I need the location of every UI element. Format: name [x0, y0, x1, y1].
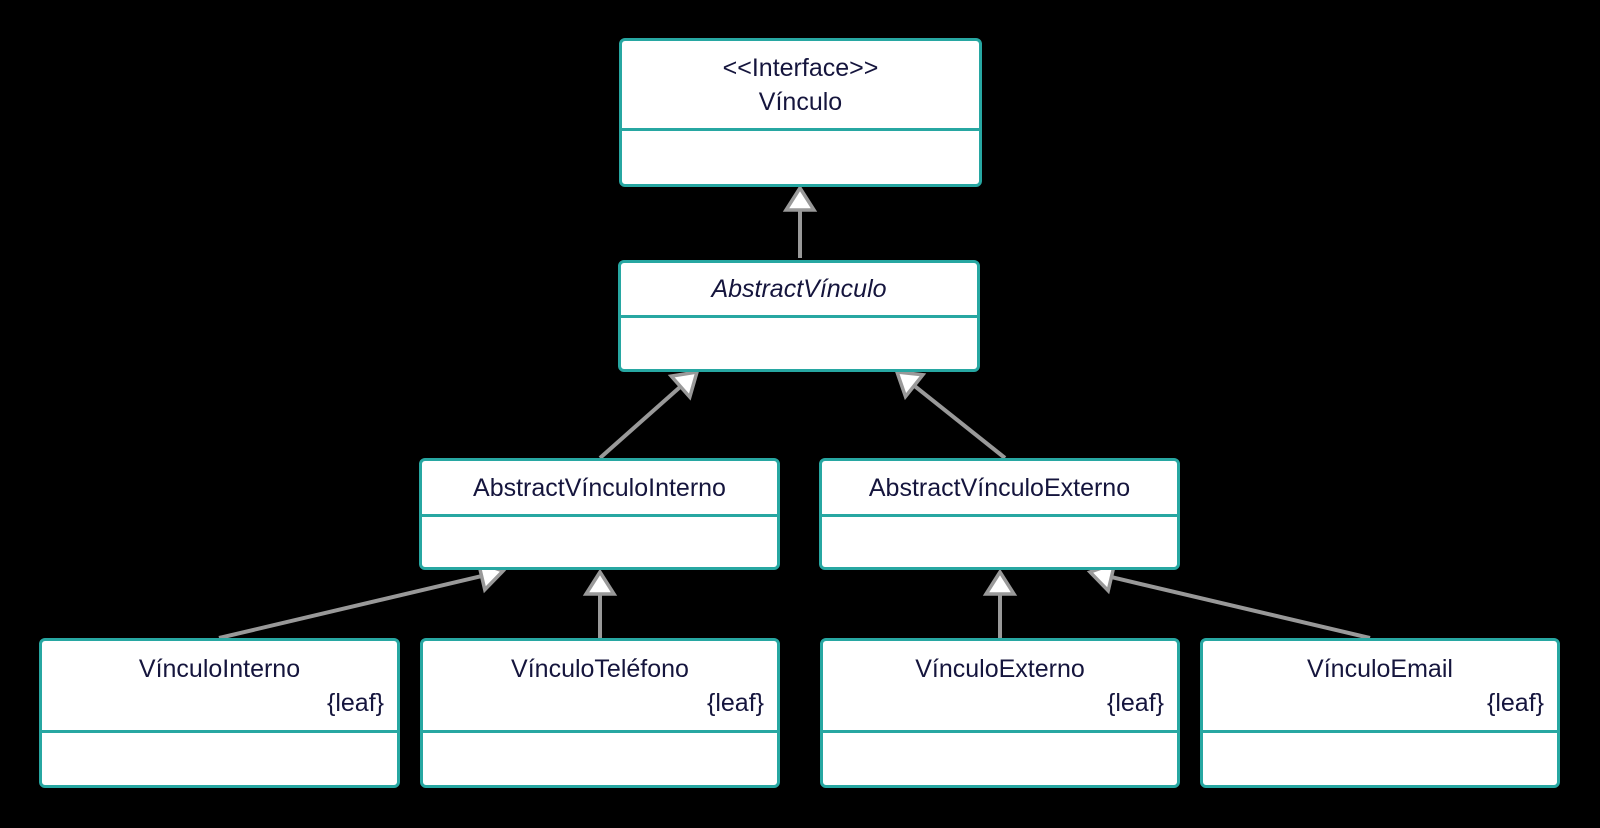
class-vinculo: <<Interface>> Vínculo	[619, 38, 982, 187]
class-title: VínculoInterno {leaf}	[42, 641, 397, 730]
class-name: VínculoTeléfono	[511, 654, 689, 683]
members-compartment	[822, 514, 1177, 567]
edge-abstractvinculoexterno-to-abstractvinculo	[894, 369, 1007, 460]
class-name: AbstractVínculoExterno	[868, 473, 1131, 502]
leaf-modifier: {leaf}	[1106, 688, 1164, 717]
edge-abstractvinculo-to-vinculo	[782, 184, 818, 258]
class-name: Vínculo	[758, 87, 843, 116]
edge-vinculoemail-to-abstractvinculoexterno	[1086, 560, 1371, 640]
members-compartment	[621, 315, 977, 369]
class-title: AbstractVínculoInterno	[422, 461, 777, 514]
leaf-modifier: {leaf}	[326, 688, 384, 717]
class-vinculo-externo: VínculoExterno {leaf}	[820, 638, 1180, 788]
edge-vinculointerno-to-abstractvinculointerno	[218, 559, 507, 640]
class-vinculo-telefono: VínculoTeléfono {leaf}	[420, 638, 780, 788]
edge-vinculoexterno-to-abstractvinculoexterno	[982, 568, 1018, 638]
members-compartment	[42, 730, 397, 785]
class-abstract-vinculo-interno: AbstractVínculoInterno	[419, 458, 780, 570]
members-compartment	[423, 730, 777, 785]
stereotype-label: <<Interface>>	[722, 53, 879, 82]
edge-vinculotelefono-to-abstractvinculointerno	[582, 568, 618, 638]
class-vinculo-email: VínculoEmail {leaf}	[1200, 638, 1560, 788]
class-title: AbstractVínculo	[621, 263, 977, 315]
members-compartment	[422, 514, 777, 567]
edge-abstractvinculointerno-to-abstractvinculo	[598, 369, 700, 460]
members-compartment	[622, 128, 979, 184]
leaf-modifier: {leaf}	[1486, 688, 1544, 717]
class-name: AbstractVínculoInterno	[473, 473, 726, 502]
class-name: VínculoInterno	[138, 654, 301, 683]
class-abstract-vinculo-externo: AbstractVínculoExterno	[819, 458, 1180, 570]
class-title: <<Interface>> Vínculo	[622, 41, 979, 128]
class-name: VínculoEmail	[1307, 654, 1453, 683]
members-compartment	[823, 730, 1177, 785]
class-title: VínculoEmail {leaf}	[1203, 641, 1557, 730]
class-title: VínculoExterno {leaf}	[823, 641, 1177, 730]
leaf-modifier: {leaf}	[706, 688, 764, 717]
class-name: VínculoExterno	[915, 654, 1085, 683]
class-title: AbstractVínculoExterno	[822, 461, 1177, 514]
class-abstract-vinculo: AbstractVínculo	[618, 260, 980, 372]
class-title: VínculoTeléfono {leaf}	[423, 641, 777, 730]
class-name: AbstractVínculo	[711, 275, 887, 303]
members-compartment	[1203, 730, 1557, 785]
class-vinculo-interno: VínculoInterno {leaf}	[39, 638, 400, 788]
